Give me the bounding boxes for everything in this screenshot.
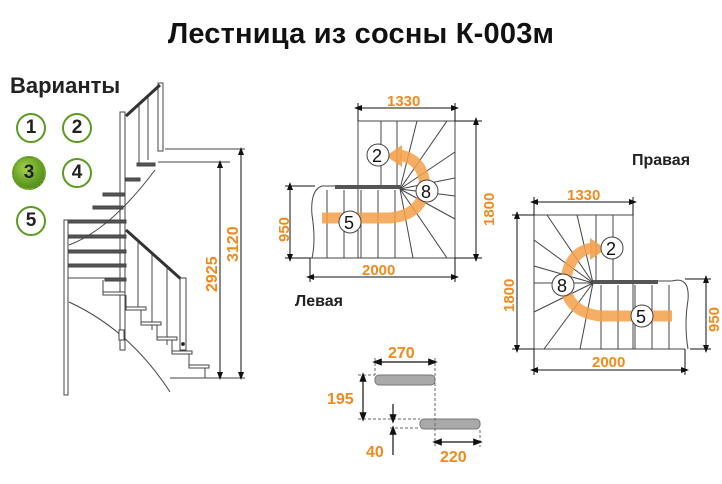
dim-going: 220 [440, 449, 467, 466]
variant-button-3[interactable]: 3 [12, 156, 46, 190]
plan-right-label: Правая [632, 152, 691, 169]
plan-left-steps-winder: 8 [421, 182, 431, 202]
dim-tread-thickness: 40 [366, 444, 384, 461]
plan-left-width-top: 1330 [387, 93, 420, 110]
plan-right-march-width: 950 [706, 307, 722, 332]
plan-right-depth: 1800 [501, 279, 518, 312]
staircase-side-view [63, 82, 245, 396]
plan-right-steps-straight: 5 [636, 307, 646, 327]
variant-button-5[interactable]: 5 [16, 206, 46, 236]
plan-left-steps-top: 2 [372, 146, 382, 166]
variants-label: Варианты [10, 73, 121, 98]
plan-left-depth: 1800 [481, 193, 498, 226]
plan-right [512, 197, 711, 375]
dim-height-total: 3120 [225, 226, 242, 262]
dim-rise: 195 [327, 391, 354, 408]
plan-left [285, 103, 482, 282]
variant-button-4[interactable]: 4 [62, 158, 92, 188]
plan-right-width-top: 1330 [567, 187, 600, 204]
tread-detail [358, 358, 483, 455]
plan-left-label: Левая [295, 293, 343, 310]
plan-right-steps-top: 2 [606, 239, 616, 259]
dim-tread-depth: 270 [388, 345, 415, 362]
plan-left-march-width: 950 [276, 217, 293, 242]
plan-left-steps-straight: 5 [344, 213, 354, 233]
plan-left-width-bottom: 2000 [362, 262, 395, 279]
variant-button-1[interactable]: 1 [16, 113, 46, 143]
variant-button-2[interactable]: 2 [62, 113, 92, 143]
elevation-dimensions [217, 147, 244, 380]
plan-right-width-bottom: 2000 [592, 354, 625, 371]
page-title: Лестница из сосны К-003м [167, 18, 555, 50]
dim-height-floor: 2925 [204, 256, 221, 292]
plan-right-steps-winder: 8 [557, 276, 567, 296]
